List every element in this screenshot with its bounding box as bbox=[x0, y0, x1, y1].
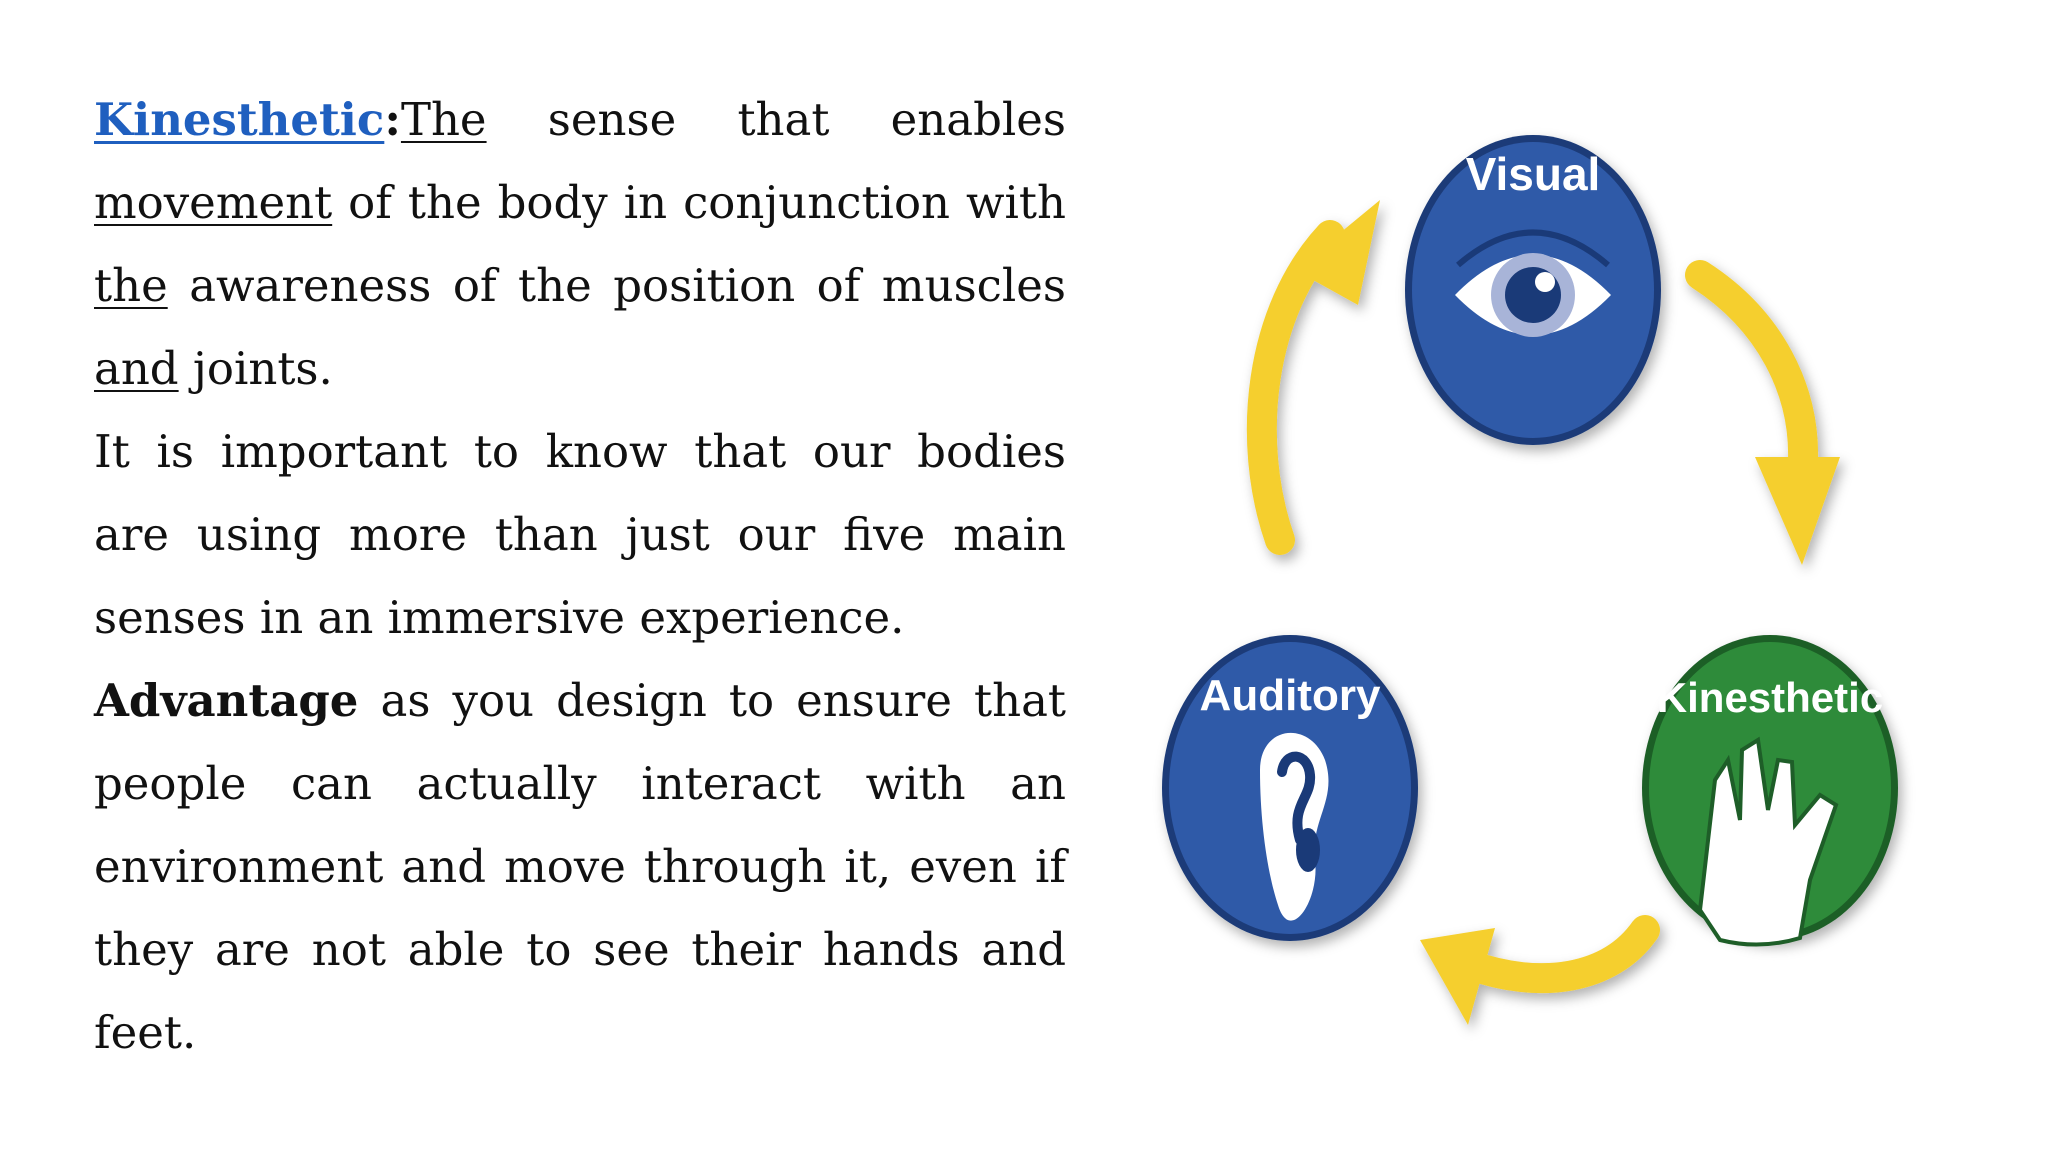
word-movement: movement bbox=[94, 176, 333, 229]
kinesthetic-label: Kinesthetic bbox=[1657, 674, 1883, 721]
arrow-visual-to-kinesthetic bbox=[1685, 260, 1840, 565]
ear-icon bbox=[1260, 732, 1329, 921]
importance-paragraph: It is important to know that our bodies … bbox=[94, 425, 1066, 644]
advantage-term: Advantage bbox=[94, 674, 359, 727]
eye-icon bbox=[1455, 229, 1611, 337]
arrow-auditory-to-visual bbox=[1246, 200, 1380, 555]
hand-icon bbox=[1697, 736, 1839, 947]
definition-text-4: joints. bbox=[178, 342, 333, 395]
kinesthetic-term: Kinesthetic bbox=[94, 93, 385, 146]
text-column: Kinesthetic:The sense that enables movem… bbox=[94, 78, 1066, 1074]
arrow-kinesthetic-to-auditory bbox=[1420, 915, 1660, 1025]
advantage-text: as you design to ensure that people can … bbox=[94, 674, 1066, 1059]
kinesthetic-definition: Kinesthetic:The sense that enables movem… bbox=[94, 78, 1066, 410]
word-the-2: the bbox=[94, 259, 168, 312]
auditory-circle: Auditory bbox=[1162, 635, 1418, 941]
visual-circle: Visual bbox=[1405, 135, 1661, 445]
visual-label: Visual bbox=[1466, 148, 1601, 200]
definition-text-2: of the body in conjunction with bbox=[332, 176, 1066, 229]
colon: : bbox=[384, 93, 401, 146]
definition-text-1: sense that enables bbox=[486, 93, 1066, 146]
word-and: and bbox=[94, 342, 179, 395]
senses-cycle-diagram: Visual Auditory Kinesthetic bbox=[1162, 135, 1898, 1025]
kinesthetic-circle: Kinesthetic bbox=[1642, 635, 1898, 947]
word-the: The bbox=[400, 93, 487, 146]
auditory-label: Auditory bbox=[1200, 671, 1381, 720]
definition-text-3: awareness of the position of muscles bbox=[167, 259, 1066, 312]
advantage-paragraph: Advantage as you design to ensure that p… bbox=[94, 659, 1066, 1074]
